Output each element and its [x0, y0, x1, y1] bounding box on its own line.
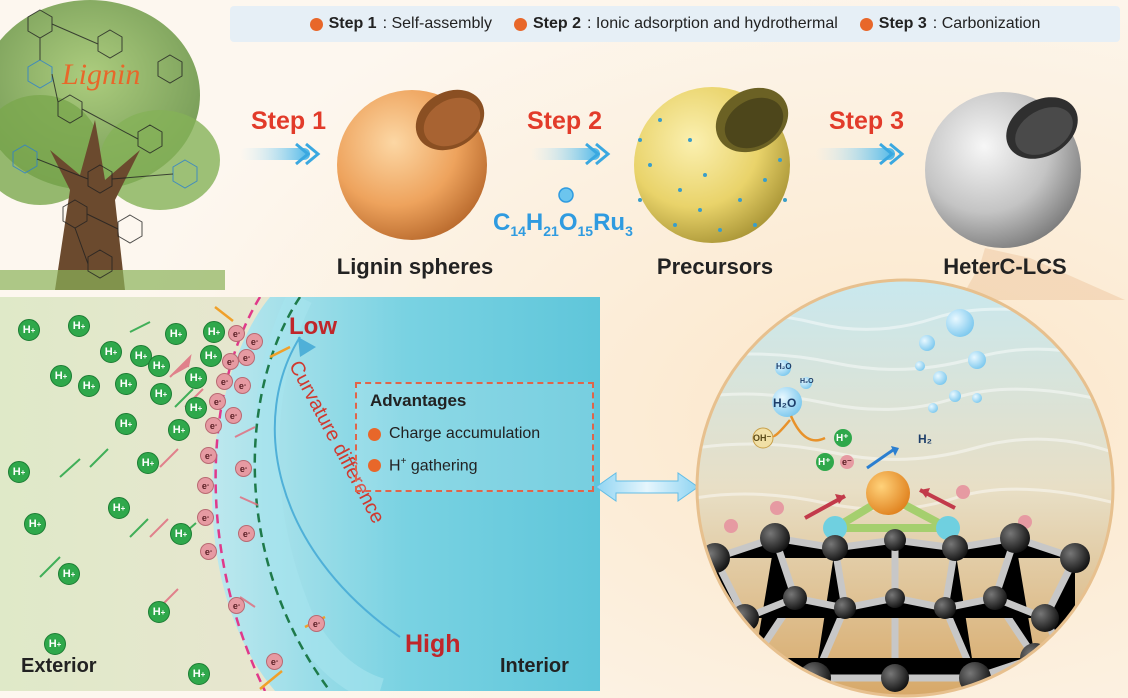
proton-marker: H+: [148, 355, 170, 377]
legend-step1-desc: : Self-assembly: [382, 15, 492, 32]
curvature-detail-panel: H+ H+ H+ H+ H+ H+ H+ H+ H+ H+ H+ H+ H+ H…: [0, 297, 600, 691]
proton-marker: H+: [170, 523, 192, 545]
legend-step2-name: Step 2: [532, 15, 581, 32]
zoom-electron-label: e⁻: [842, 457, 852, 467]
link-double-arrow-icon: [595, 472, 699, 502]
precursor-sphere-icon: [634, 87, 790, 243]
proton-marker: H+: [150, 383, 172, 405]
proton-marker: H+: [148, 601, 170, 623]
legend-step3-desc: : Carbonization: [932, 15, 1041, 32]
zoom-h2o-label: H₂O: [773, 396, 797, 410]
proton-marker: H+: [58, 563, 80, 585]
precursors-caption: Precursors: [656, 254, 774, 279]
legend-step3-name: Step 3: [878, 15, 927, 32]
step2-arrow-icon: [530, 142, 611, 166]
bullet-icon: [859, 17, 873, 31]
bullet-icon: [513, 17, 527, 31]
proton-marker: H+: [185, 397, 207, 419]
proton-marker: H+: [8, 461, 30, 483]
electron-marker: e-: [222, 353, 239, 370]
proton-marker: H+: [24, 513, 46, 535]
proton-marker: H+: [168, 419, 190, 441]
bullet-icon: [368, 459, 381, 473]
bullet-icon: [309, 17, 323, 31]
proton-marker: H+: [50, 365, 72, 387]
lignin-label: Lignin: [62, 58, 141, 91]
high-curvature-label: High: [405, 630, 461, 658]
proton-marker: H+: [100, 341, 122, 363]
electron-marker: e-: [197, 477, 214, 494]
proton-marker: H+: [137, 452, 159, 474]
process-graphics: [240, 87, 1125, 300]
heterc-lcs-caption: HeterC-LCS: [943, 254, 1067, 279]
proton-marker: H+: [44, 633, 66, 655]
step2-label: Step 2: [527, 107, 603, 135]
proton-marker: H+: [108, 497, 130, 519]
electron-marker: e-: [205, 417, 222, 434]
step1-label: Step 1: [251, 107, 327, 135]
zoom-proton-label: H⁺: [836, 433, 849, 444]
electron-marker: e-: [246, 333, 263, 350]
electron-marker: e-: [225, 407, 242, 424]
proton-marker: H+: [68, 315, 90, 337]
proton-marker: H+: [203, 321, 225, 343]
electron-marker: e-: [234, 377, 251, 394]
legend-step2-desc: : Ionic adsorption and hydrothermal: [586, 15, 838, 32]
proton-marker: H+: [165, 323, 187, 345]
zoom-h2o-small-label: H₂O: [776, 362, 792, 371]
zoom-oh-label: OH⁻: [753, 433, 772, 443]
advantage-charge-text: Charge accumulation: [389, 425, 541, 442]
lignin-sphere-icon: [337, 89, 487, 240]
electron-marker: e-: [238, 525, 255, 542]
bullet-icon: [368, 427, 381, 441]
electron-marker: e-: [200, 447, 217, 464]
zoom-h2o-small-label-2: H₂O: [800, 378, 814, 385]
ru-complex-icon: [558, 187, 574, 203]
advantages-title: Advantages: [370, 391, 467, 410]
proton-marker: H+: [115, 373, 137, 395]
electron-marker: e-: [228, 597, 245, 614]
heterc-sphere-icon: [925, 92, 1081, 248]
advantages-box: [355, 382, 594, 492]
step1-arrow-icon: [240, 142, 321, 166]
lignin-spheres-caption: Lignin spheres: [336, 254, 494, 279]
electron-marker: e-: [200, 543, 217, 560]
zoom-proton-label-2: H⁺: [818, 457, 831, 468]
zoom-h2-label: H₂: [918, 432, 932, 446]
zoomed-active-site-circle: [695, 278, 1115, 698]
low-curvature-label: Low: [289, 313, 337, 340]
interior-label: Interior: [500, 655, 569, 677]
advantage-proton-text: H+ gathering: [389, 456, 478, 475]
electron-marker: e-: [197, 509, 214, 526]
advantage-item-charge: Charge accumulation: [368, 425, 540, 443]
electron-marker: e-: [209, 393, 226, 410]
step3-arrow-icon: [815, 142, 905, 166]
proton-marker: H+: [115, 413, 137, 435]
advantage-item-proton: H+ gathering: [368, 456, 478, 475]
proton-marker: H+: [200, 345, 222, 367]
lignin-tree-illustration: [0, 0, 225, 290]
curvature-graphic: [0, 297, 600, 691]
ru-precursor-formula: C14H21O15Ru3: [493, 209, 633, 239]
legend-item-step2: Step 2 : Ionic adsorption and hydrotherma…: [513, 15, 838, 33]
exterior-label: Exterior: [21, 655, 97, 677]
proton-marker: H+: [188, 663, 210, 685]
legend-item-step1: Step 1 : Self-assembly: [309, 15, 492, 33]
electron-marker: e-: [238, 349, 255, 366]
electron-marker: e-: [228, 325, 245, 342]
step-legend: Step 1 : Self-assembly Step 2 : Ionic adso…: [230, 6, 1120, 42]
legend-item-step3: Step 3 : Carbonization: [859, 15, 1041, 33]
proton-marker: H+: [130, 345, 152, 367]
electron-marker: e-: [216, 373, 233, 390]
proton-marker: H+: [185, 367, 207, 389]
proton-marker: H+: [78, 375, 100, 397]
proton-marker: H+: [18, 319, 40, 341]
step3-label: Step 3: [829, 107, 905, 135]
electron-marker: e-: [308, 615, 325, 632]
zoom-cone: [960, 248, 1125, 300]
electron-marker: e-: [266, 653, 283, 670]
electron-marker: e-: [235, 460, 252, 477]
legend-step1-name: Step 1: [328, 15, 377, 32]
